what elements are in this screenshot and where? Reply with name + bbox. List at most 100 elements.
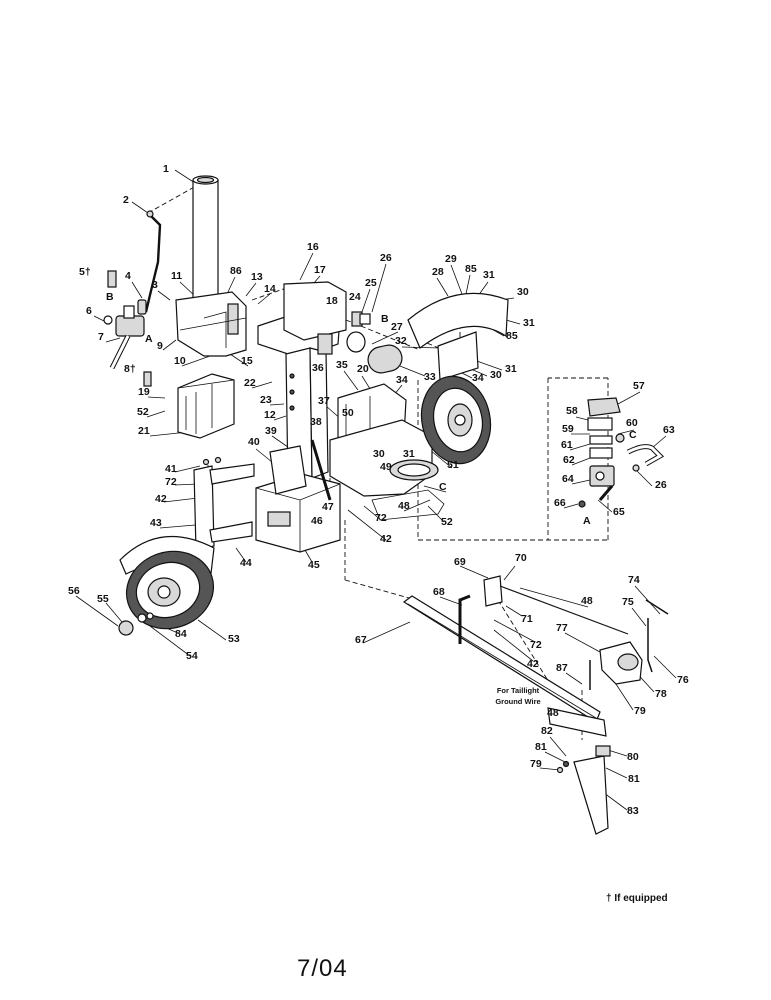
- right-fender: [407, 292, 509, 381]
- callout-3: 3: [152, 279, 158, 291]
- callout-18: 18: [326, 295, 338, 307]
- callout-51: 51: [447, 459, 459, 471]
- left-wheel: [118, 535, 215, 636]
- callout-43: 43: [150, 517, 162, 529]
- callout-C: C: [629, 429, 637, 441]
- tow-tongue: [402, 575, 669, 737]
- callout-69: 69: [454, 556, 466, 568]
- callout-78: 78: [655, 688, 667, 700]
- right-wheel: [420, 375, 492, 465]
- callout-74: 74: [628, 574, 640, 586]
- base-frame: [255, 439, 341, 553]
- callout-84: 84: [175, 628, 187, 640]
- callout-83: 83: [627, 805, 639, 817]
- callout-72: 72: [165, 476, 177, 488]
- tongue-stand: [556, 745, 611, 835]
- callout-61: 61: [561, 439, 573, 451]
- callout-35: 35: [336, 359, 348, 371]
- callout-1: 1: [163, 163, 169, 175]
- beam-mount-bracket: [175, 291, 247, 357]
- callout-30: 30: [490, 369, 502, 381]
- cylinder-beam: [192, 175, 219, 301]
- callout-B: B: [381, 313, 389, 325]
- callout-54: 54: [186, 650, 198, 662]
- callout-22: 22: [244, 377, 256, 389]
- callout-64: 64: [562, 473, 574, 485]
- callout-23: 23: [260, 394, 272, 406]
- callout-25: 25: [365, 277, 377, 289]
- footnote-if-equipped: † If equipped: [606, 893, 668, 904]
- callout-31: 31: [403, 448, 415, 460]
- callout-31: 31: [505, 363, 517, 375]
- callout-A: A: [583, 515, 591, 527]
- callout-86: 86: [230, 265, 242, 277]
- callout-B: B: [106, 291, 114, 303]
- tailnote-line-1: For Taillight: [497, 686, 540, 695]
- callout-85: 85: [465, 263, 477, 275]
- callout-41: 41: [165, 463, 177, 475]
- callout-87: 87: [556, 662, 568, 674]
- pump-coupler: [346, 311, 403, 374]
- callout-49: 49: [380, 461, 392, 473]
- callout-2: 2: [123, 194, 129, 206]
- callout-76: 76: [677, 674, 689, 686]
- callout-26: 26: [655, 479, 667, 491]
- callout-67: 67: [355, 634, 367, 646]
- callout-52: 52: [441, 516, 453, 528]
- callout-27: 27: [391, 321, 403, 333]
- callout-4: 4: [125, 270, 131, 282]
- callout-72: 72: [375, 512, 387, 524]
- axle-bracket-left: [193, 456, 255, 551]
- callout-15: 15: [241, 355, 253, 367]
- callout-A: A: [145, 333, 153, 345]
- callout-33: 33: [424, 371, 436, 383]
- callout-79: 79: [530, 758, 542, 770]
- callout-42: 42: [155, 493, 167, 505]
- callout-70: 70: [515, 552, 527, 564]
- hydraulic-tank-bracket: [177, 373, 235, 439]
- callout-71: 71: [521, 613, 533, 625]
- callout-75: 75: [622, 596, 634, 608]
- callout-6: 6: [86, 305, 92, 317]
- revision-date: 7/04: [297, 955, 348, 982]
- callout-58: 58: [566, 405, 578, 417]
- callout-16: 16: [307, 241, 319, 253]
- callout-45: 45: [308, 559, 320, 571]
- callout-34: 34: [472, 372, 484, 384]
- callout-40: 40: [248, 436, 260, 448]
- callout-55: 55: [97, 593, 109, 605]
- valve-assembly: [103, 270, 152, 387]
- callout-80: 80: [627, 751, 639, 763]
- callout-42: 42: [380, 533, 392, 545]
- callout-31: 31: [483, 269, 495, 281]
- callout-19: 19: [138, 386, 150, 398]
- callout-39: 39: [265, 425, 277, 437]
- callout-57: 57: [633, 380, 645, 392]
- callout-C: C: [439, 481, 447, 493]
- callout-17: 17: [314, 264, 326, 276]
- callout-72: 72: [530, 639, 542, 651]
- callout-7: 7: [98, 331, 104, 343]
- callout-46: 46: [311, 515, 323, 527]
- tailnote-line-2: Ground Wire: [495, 697, 540, 706]
- engine-mounting-plate: [329, 383, 445, 521]
- callout-31: 31: [523, 317, 535, 329]
- callout-44: 44: [240, 557, 252, 569]
- callout-85: 85: [506, 330, 518, 342]
- callout-81: 81: [535, 741, 547, 753]
- callout-77: 77: [556, 622, 568, 634]
- callout-81: 81: [628, 773, 640, 785]
- callout-9: 9: [157, 340, 163, 352]
- callout-60: 60: [626, 417, 638, 429]
- callout-59: 59: [562, 423, 574, 435]
- callout-30: 30: [373, 448, 385, 460]
- callout-8-dagger: 8†: [124, 363, 136, 375]
- callout-28: 28: [432, 266, 444, 278]
- callout-53: 53: [228, 633, 240, 645]
- callout-48: 48: [581, 595, 593, 607]
- callout-82: 82: [541, 725, 553, 737]
- callout-47: 47: [322, 501, 334, 513]
- callout-79: 79: [634, 705, 646, 717]
